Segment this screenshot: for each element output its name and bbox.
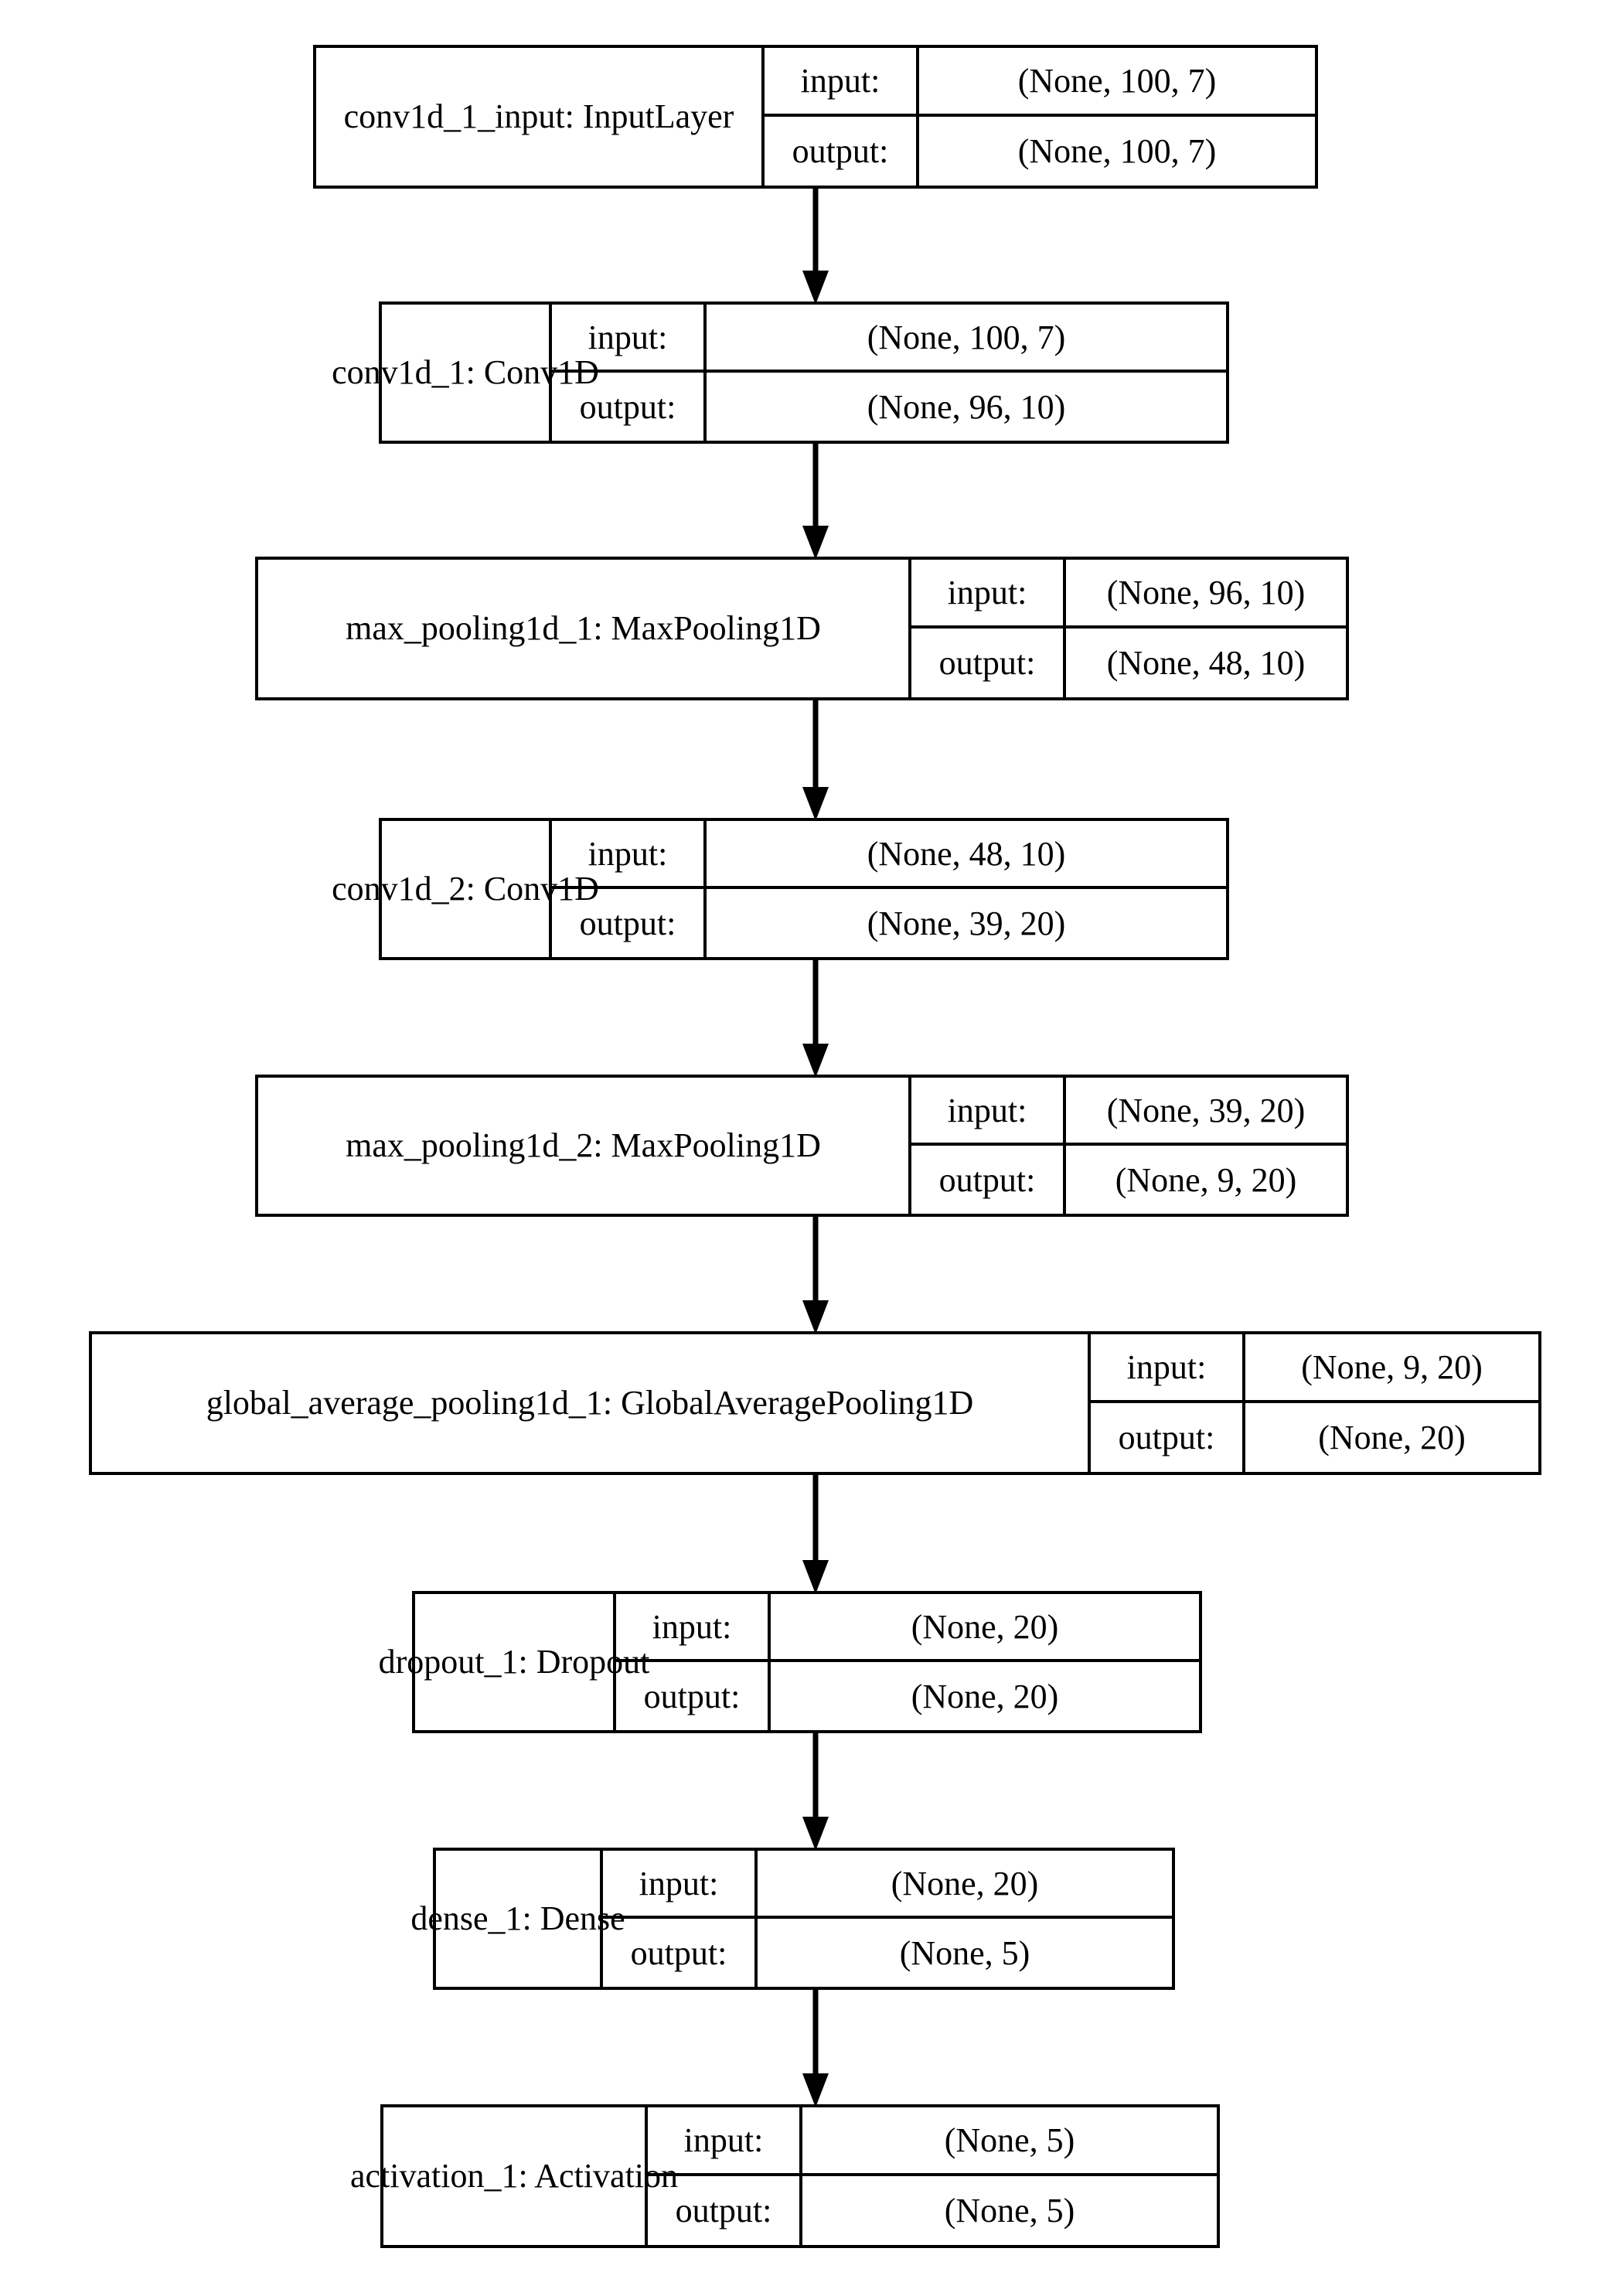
- edge-global_average_pooling1d_1-to-dropout_1: [802, 1475, 829, 1594]
- io-label-output-global_average_pooling1d_1: output:: [1091, 1403, 1245, 1472]
- io-row-output-global_average_pooling1d_1: output: (None, 20): [1091, 1403, 1538, 1472]
- io-row-input-dropout_1: input: (None, 20): [616, 1594, 1199, 1662]
- io-row-output-max_pooling1d_1: output: (None, 48, 10): [911, 629, 1346, 697]
- io-row-output-dropout_1: output: (None, 20): [616, 1662, 1199, 1730]
- io-row-output-conv1d_1: output: (None, 96, 10): [552, 373, 1226, 441]
- arrowhead-icon: [802, 271, 829, 305]
- io-label-input-conv1d_1_input: input:: [765, 48, 919, 114]
- io-label-input-conv1d_2: input:: [552, 821, 707, 886]
- io-label-input-global_average_pooling1d_1: input:: [1091, 1334, 1245, 1400]
- layer-io-table-max_pooling1d_1: input: (None, 96, 10) output: (None, 48, 10…: [911, 560, 1346, 697]
- io-shape-input-global_average_pooling1d_1: (None, 9, 20): [1301, 1348, 1483, 1386]
- layer-name-max_pooling1d_2: max_pooling1d_2: MaxPooling1D: [258, 1078, 911, 1214]
- arrowhead-icon: [802, 787, 829, 821]
- io-shape-input-max_pooling1d_2: (None, 39, 20): [1106, 1091, 1306, 1129]
- edge-dropout_1-to-dense_1: [802, 1733, 829, 1851]
- layer-io-table-conv1d_1_input: input: (None, 100, 7) output: (None, 100, 7…: [765, 48, 1315, 186]
- layer-name-dropout_1: dropout_1: Dropout: [379, 1594, 649, 1730]
- layer-io-table-activation_1: input: (None, 5) output: (None, 5): [648, 2107, 1217, 2245]
- edge-max_pooling1d_2-to-global_average_pooling1d_1: [802, 1217, 829, 1334]
- arrowhead-icon: [802, 2073, 829, 2107]
- io-label-output-conv1d_2: output:: [552, 889, 707, 957]
- io-label-input-activation_1: input:: [648, 2107, 802, 2173]
- io-row-output-max_pooling1d_2: output: (None, 9, 20): [911, 1146, 1346, 1214]
- io-label-output-max_pooling1d_2: output:: [911, 1146, 1066, 1214]
- io-shape-input-conv1d_1_input: (None, 100, 7): [1017, 62, 1217, 100]
- io-shape-output-conv1d_1_input: (None, 100, 7): [1017, 132, 1217, 170]
- layer-io-table-max_pooling1d_2: input: (None, 39, 20) output: (None, 9, 20): [911, 1078, 1346, 1214]
- edge-max_pooling1d_1-to-conv1d_2: [802, 700, 829, 821]
- io-shape-output-global_average_pooling1d_1: (None, 20): [1318, 1419, 1466, 1456]
- io-row-input-conv1d_1: input: (None, 100, 7): [552, 305, 1226, 373]
- arrowhead-icon: [802, 1560, 829, 1594]
- arrowhead-icon: [802, 1817, 829, 1851]
- io-shape-output-activation_1: (None, 5): [944, 2192, 1075, 2230]
- io-label-output-activation_1: output:: [648, 2176, 802, 2245]
- layer-io-table-conv1d_2: input: (None, 48, 10) output: (None, 39, 20…: [552, 821, 1226, 957]
- io-shape-input-dropout_1: (None, 20): [911, 1607, 1059, 1646]
- io-label-input-dropout_1: input:: [616, 1594, 771, 1659]
- layer-name-conv1d_2: conv1d_2: Conv1D: [332, 821, 599, 957]
- layer-name-activation_1: activation_1: Activation: [350, 2107, 678, 2245]
- layer-io-table-global_average_pooling1d_1: input: (None, 9, 20) output: (None, 20): [1091, 1334, 1538, 1472]
- io-row-input-conv1d_1_input: input: (None, 100, 7): [765, 48, 1315, 117]
- io-label-output-conv1d_1_input: output:: [765, 117, 919, 186]
- layer-name-conv1d_1: conv1d_1: Conv1D: [332, 305, 599, 441]
- io-row-output-conv1d_2: output: (None, 39, 20): [552, 889, 1226, 957]
- arrowhead-icon: [802, 1044, 829, 1078]
- layer-node-global_average_pooling1d_1[interactable]: global_average_pooling1d_1: GlobalAverag…: [89, 1331, 1541, 1475]
- io-row-input-global_average_pooling1d_1: input: (None, 9, 20): [1091, 1334, 1538, 1403]
- io-label-input-max_pooling1d_2: input:: [911, 1078, 1066, 1143]
- edge-dense_1-to-activation_1: [802, 1990, 829, 2107]
- layer-name-max_pooling1d_1: max_pooling1d_1: MaxPooling1D: [258, 560, 911, 697]
- edge-conv1d_2-to-max_pooling1d_2: [802, 960, 829, 1078]
- io-label-output-dense_1: output:: [603, 1919, 758, 1987]
- layer-name-global_average_pooling1d_1: global_average_pooling1d_1: GlobalAverag…: [92, 1334, 1091, 1472]
- layer-name-dense_1: dense_1: Dense: [410, 1851, 625, 1987]
- layer-name-conv1d_1_input: conv1d_1_input: InputLayer: [316, 48, 765, 186]
- edge-conv1d_1-to-max_pooling1d_1: [802, 444, 829, 560]
- io-label-input-max_pooling1d_1: input:: [911, 560, 1066, 625]
- io-label-input-conv1d_1: input:: [552, 305, 707, 370]
- io-label-output-conv1d_1: output:: [552, 373, 707, 441]
- layer-io-table-conv1d_1: input: (None, 100, 7) output: (None, 96, 10…: [552, 305, 1226, 441]
- io-shape-output-max_pooling1d_1: (None, 48, 10): [1106, 644, 1306, 682]
- layer-io-table-dense_1: input: (None, 20) output: (None, 5): [603, 1851, 1172, 1987]
- io-shape-input-dense_1: (None, 20): [891, 1864, 1039, 1903]
- io-shape-input-activation_1: (None, 5): [944, 2121, 1075, 2159]
- io-row-input-max_pooling1d_2: input: (None, 39, 20): [911, 1078, 1346, 1146]
- io-shape-output-dense_1: (None, 5): [899, 1933, 1030, 1972]
- arrowhead-icon: [802, 526, 829, 560]
- io-label-output-max_pooling1d_1: output:: [911, 629, 1066, 697]
- io-shape-input-conv1d_2: (None, 48, 10): [867, 834, 1066, 873]
- io-shape-output-max_pooling1d_2: (None, 9, 20): [1115, 1160, 1297, 1199]
- io-row-input-max_pooling1d_1: input: (None, 96, 10): [911, 560, 1346, 629]
- edge-conv1d_1_input-to-conv1d_1: [802, 189, 829, 305]
- io-shape-input-conv1d_1: (None, 100, 7): [867, 318, 1066, 356]
- io-shape-output-conv1d_1: (None, 96, 10): [867, 387, 1066, 426]
- io-shape-output-dropout_1: (None, 20): [911, 1677, 1059, 1715]
- io-row-input-activation_1: input: (None, 5): [648, 2107, 1217, 2176]
- io-label-output-dropout_1: output:: [616, 1662, 771, 1730]
- io-row-output-conv1d_1_input: output: (None, 100, 7): [765, 117, 1315, 186]
- io-shape-input-max_pooling1d_1: (None, 96, 10): [1106, 574, 1306, 611]
- io-row-input-dense_1: input: (None, 20): [603, 1851, 1172, 1919]
- arrowhead-icon: [802, 1300, 829, 1334]
- io-label-input-dense_1: input:: [603, 1851, 758, 1916]
- io-shape-output-conv1d_2: (None, 39, 20): [867, 904, 1066, 942]
- io-row-input-conv1d_2: input: (None, 48, 10): [552, 821, 1226, 889]
- io-row-output-activation_1: output: (None, 5): [648, 2176, 1217, 2245]
- layer-io-table-dropout_1: input: (None, 20) output: (None, 20): [616, 1594, 1199, 1730]
- io-row-output-dense_1: output: (None, 5): [603, 1919, 1172, 1987]
